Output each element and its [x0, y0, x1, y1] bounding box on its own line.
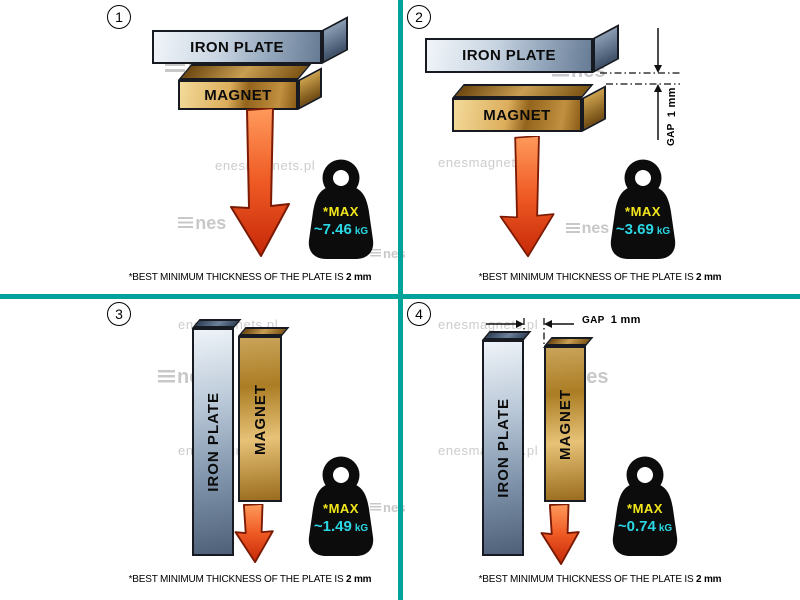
gap-label: GAP 1 mm: [666, 87, 678, 146]
iron-plate: IRON PLATE: [192, 328, 234, 556]
gap-dimension-lines: [600, 28, 680, 140]
magnet-label: MAGNET: [204, 86, 272, 104]
pull-force-arrow: [230, 108, 290, 257]
caption: *BEST MINIMUM THICKNESS OF THE PLATE IS …: [128, 272, 372, 283]
pull-force-arrow: [499, 136, 555, 258]
iron-plate: IRON PLATE: [152, 30, 322, 64]
iron-plate-label: IRON PLATE: [204, 392, 222, 492]
magnet: MAGNET: [178, 80, 298, 110]
watermark-site: enesmagnets.pl: [438, 155, 539, 170]
max-label: *MAX: [323, 501, 359, 516]
enes-logo-bars: [566, 223, 580, 235]
gap-dimension-lines: [486, 318, 574, 348]
caption: *BEST MINIMUM THICKNESS OF THE PLATE IS …: [128, 574, 372, 585]
quadrant-2-number: 2: [407, 5, 431, 29]
caption: *BEST MINIMUM THICKNESS OF THE PLATE IS …: [478, 574, 722, 585]
enes-logo-bars: [370, 248, 382, 259]
pull-force-arrow: [540, 504, 580, 566]
iron-plate: IRON PLATE: [482, 340, 524, 556]
iron-plate: IRON PLATE: [425, 38, 593, 73]
magnet: MAGNET: [452, 98, 582, 132]
quadrant-4-number: 4: [407, 302, 431, 326]
iron-plate-label: IRON PLATE: [462, 47, 556, 64]
quadrant-3-number: 3: [107, 302, 131, 326]
pull-force-arrow: [234, 504, 274, 564]
max-label: *MAX: [627, 501, 663, 516]
iron-plate-label: IRON PLATE: [494, 398, 512, 498]
kettlebell-icon: [612, 456, 678, 556]
magnet-label: MAGNET: [556, 388, 574, 460]
enes-logo: nes: [566, 220, 609, 238]
enes-logo-bars: [370, 502, 382, 513]
horizontal-divider: [0, 294, 800, 299]
iron-plate-top-face: [192, 319, 242, 328]
vertical-divider: [398, 0, 403, 600]
kettlebell-icon: [308, 456, 374, 556]
iron-plate-side-face: [322, 16, 348, 65]
enes-logo-bars: [178, 217, 194, 230]
caption: *BEST MINIMUM THICKNESS OF THE PLATE IS …: [478, 272, 722, 283]
magnet-label: MAGNET: [251, 383, 269, 455]
max-label: *MAX: [323, 204, 359, 219]
magnet-top-face: [238, 327, 290, 336]
iron-plate-label: IRON PLATE: [190, 38, 284, 56]
gap-label: GAP 1 mm: [582, 314, 641, 326]
iron-plate-top-face: [482, 331, 532, 340]
quadrant-1-number: 1: [107, 5, 131, 29]
kettlebell-icon: [308, 159, 374, 259]
magnet: MAGNET: [544, 346, 586, 502]
max-label: *MAX: [625, 204, 661, 219]
magnet-label: MAGNET: [483, 106, 551, 124]
magnet-top-face: [452, 84, 594, 98]
enes-logo-bars: [158, 370, 175, 385]
enes-logo: nes: [178, 213, 226, 234]
magnet-top-face: [544, 337, 594, 346]
magnet-top-face: [178, 64, 312, 80]
kettlebell-icon: [610, 159, 676, 259]
magnet: MAGNET: [238, 336, 282, 502]
